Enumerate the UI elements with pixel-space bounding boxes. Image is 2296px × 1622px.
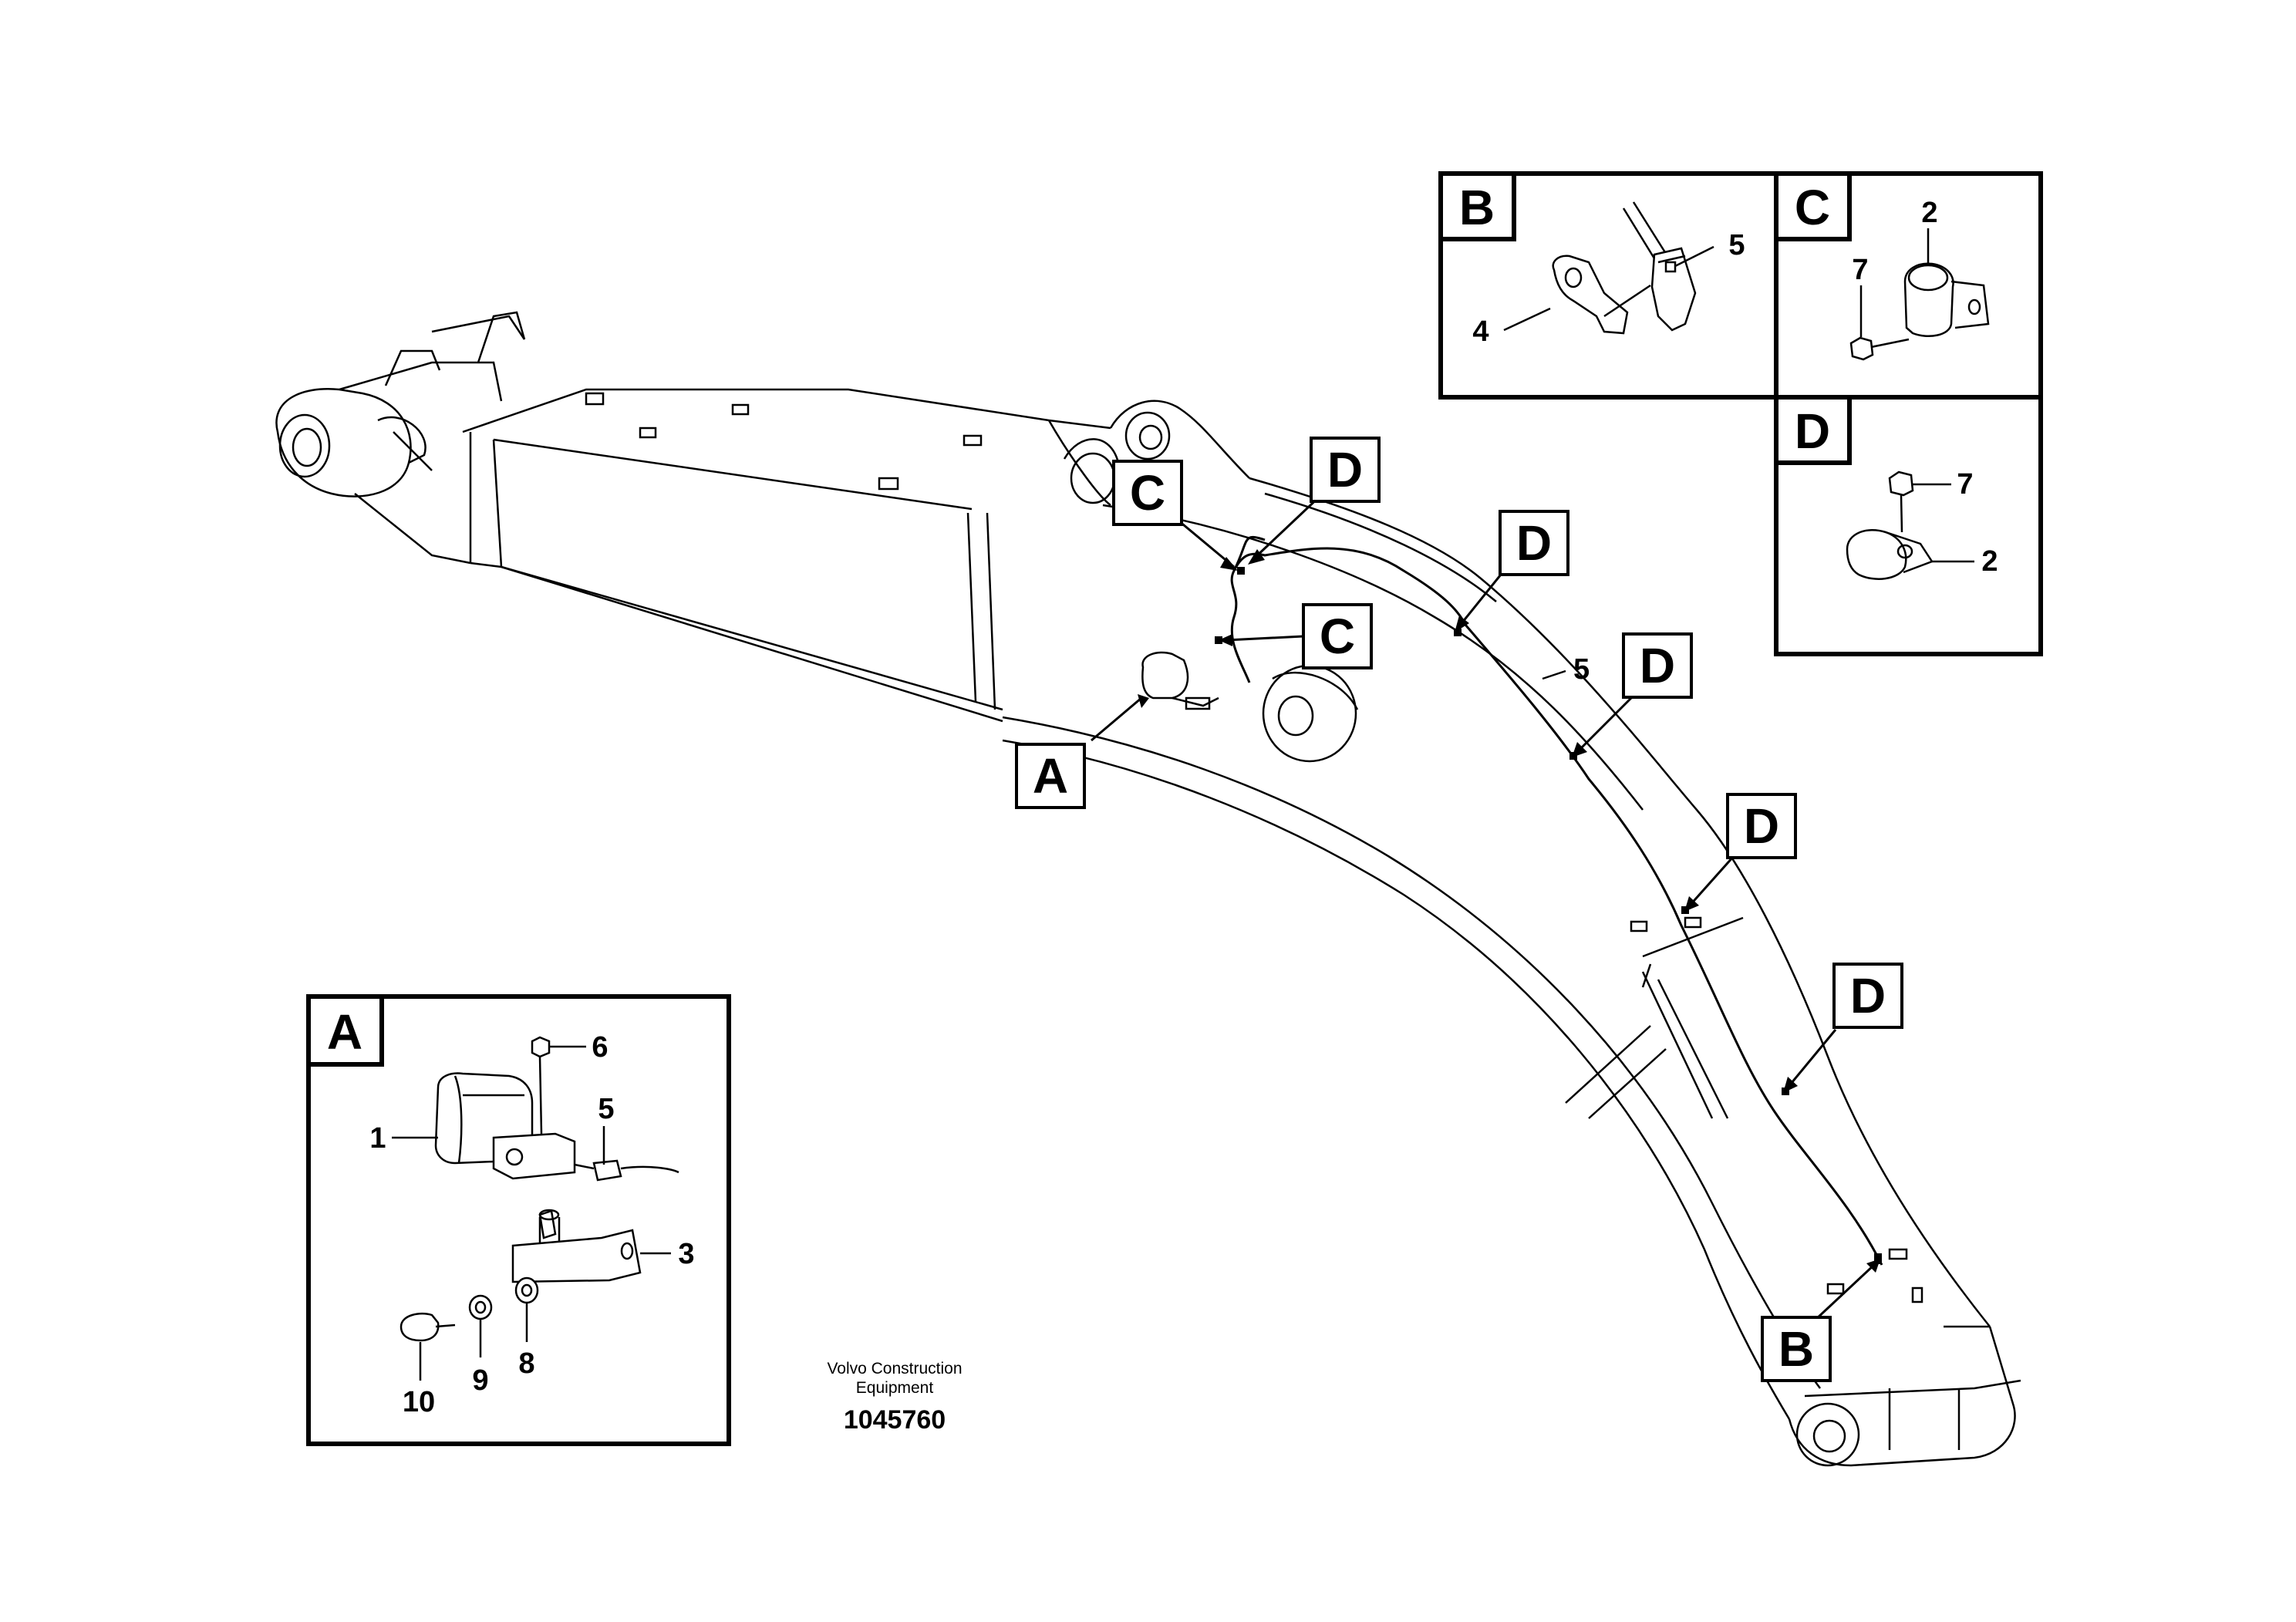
detail-D-label-2: 2 <box>1981 545 1998 578</box>
callout-D-4: D <box>1684 793 1797 912</box>
work-lamp <box>1141 651 1219 710</box>
callout-C-lower-label: C <box>1320 609 1355 664</box>
callout-D-4-label: D <box>1744 798 1779 854</box>
detail-C-title: C <box>1795 180 1830 235</box>
detail-B-panel: B 4 5 <box>1438 171 1778 400</box>
callout-D-upper-label: D <box>1327 442 1363 497</box>
callout-D-3: D <box>1572 632 1693 757</box>
manufacturer-line-2: Equipment <box>856 1379 934 1397</box>
callout-D-5-label: D <box>1850 968 1886 1023</box>
callout-D-3-label: D <box>1640 638 1675 693</box>
callout-B-label: B <box>1778 1321 1814 1377</box>
detail-C-label-7: 7 <box>1852 254 1868 286</box>
detail-A-label-3: 3 <box>678 1238 694 1270</box>
callout-B: B <box>1761 1259 1880 1382</box>
detail-A-label-5: 5 <box>598 1093 614 1125</box>
detail-B-label-4: 4 <box>1472 315 1489 348</box>
detail-A-label-10: 10 <box>403 1386 435 1418</box>
lamp-part <box>400 1036 679 1342</box>
detail-A-label-1: 1 <box>369 1122 386 1155</box>
harness-label-text: 5 <box>1573 653 1590 686</box>
callout-C-lower: C <box>1219 603 1373 669</box>
detail-A-leaders <box>392 1045 671 1381</box>
callout-C-upper-label: C <box>1130 465 1165 521</box>
detail-A-panel: A <box>306 994 731 1446</box>
callout-A: A <box>1015 694 1149 809</box>
callout-D-upper: D <box>1248 437 1381 565</box>
wire-harness <box>1230 535 1883 1266</box>
footer: Volvo Construction Equipment 1045760 <box>827 1360 962 1435</box>
detail-C-panel: C 2 7 <box>1774 171 2043 400</box>
callout-D-2-label: D <box>1516 515 1552 571</box>
detail-B-parts <box>1552 201 1697 335</box>
detail-A-label-8: 8 <box>518 1347 534 1380</box>
callout-C-upper: C <box>1112 460 1238 571</box>
callout-D-2: D <box>1455 510 1569 632</box>
wire-clips <box>1215 567 1882 1264</box>
callout-A-label: A <box>1033 748 1068 804</box>
detail-D-label-7: 7 <box>1957 468 1973 501</box>
detail-D-parts <box>1846 470 1934 580</box>
drawing-number: 1045760 <box>844 1405 946 1435</box>
detail-A-title: A <box>327 1004 362 1060</box>
detail-C-label-2: 2 <box>1921 197 1937 229</box>
detail-B-title: B <box>1459 180 1495 235</box>
detail-D-panel: D 7 2 <box>1774 395 2043 656</box>
detail-B-label-5: 5 <box>1728 229 1745 261</box>
harness-label: 5 <box>1542 653 1590 686</box>
detail-D-title: D <box>1795 403 1830 459</box>
callout-D-5: D <box>1783 963 1903 1093</box>
excavator-boom <box>275 311 2021 1467</box>
manufacturer-line-1: Volvo Construction <box>827 1360 962 1378</box>
detail-A-label-6: 6 <box>592 1031 608 1064</box>
detail-A-label-9: 9 <box>472 1364 488 1397</box>
